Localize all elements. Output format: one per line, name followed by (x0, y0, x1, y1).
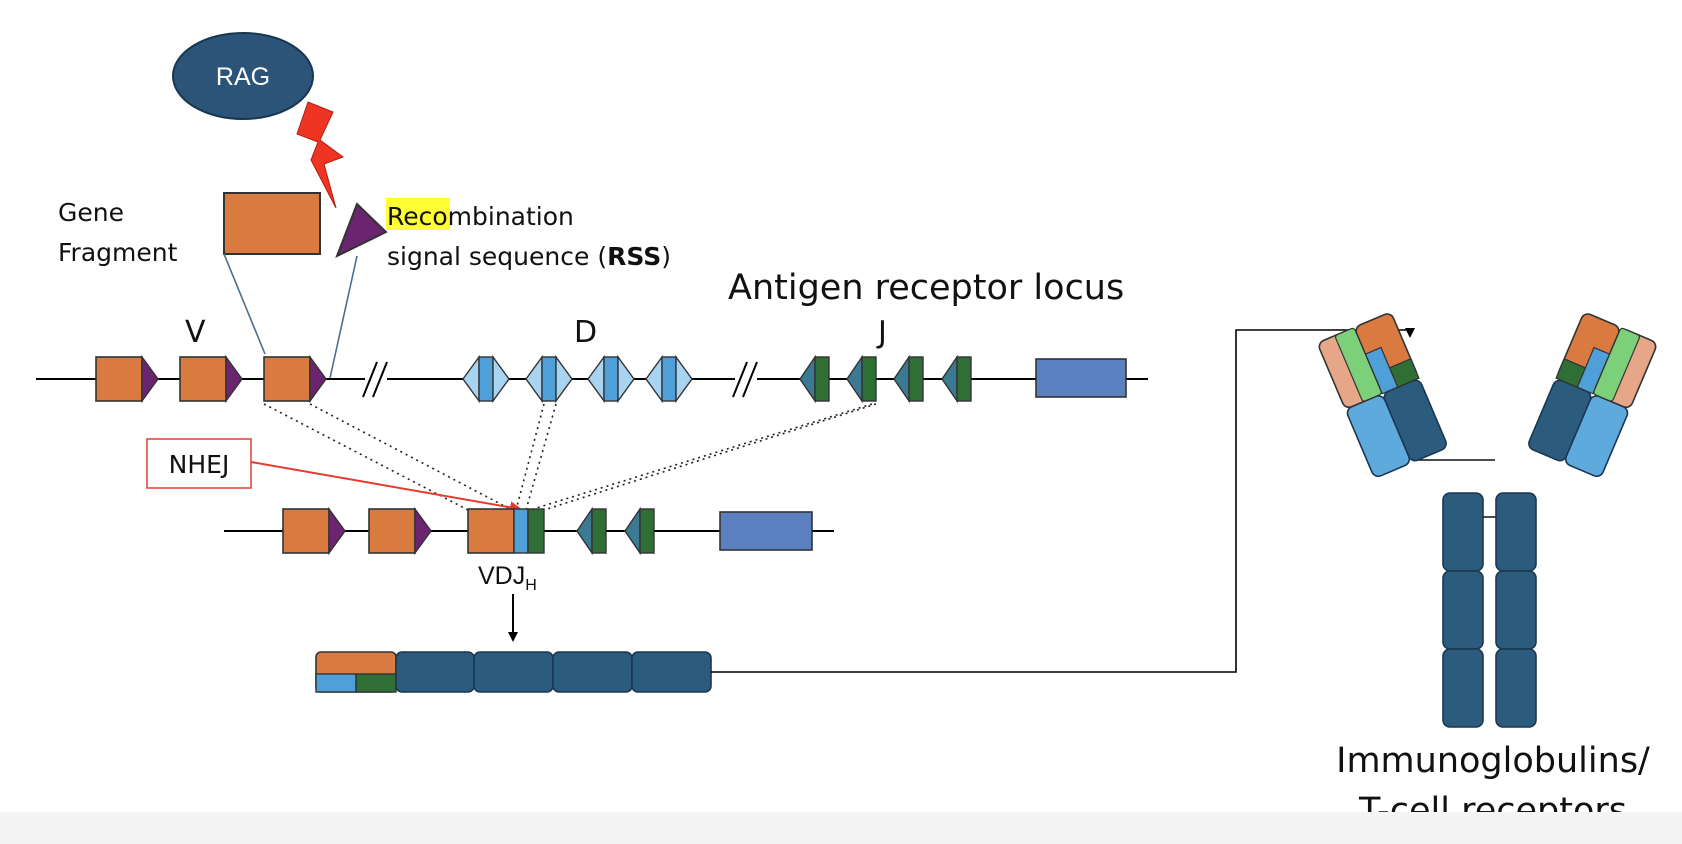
fc-domain (1442, 648, 1484, 728)
heavy-chain-vh-j (1555, 358, 1587, 388)
assembly-connector (711, 329, 1410, 673)
j-segment (846, 354, 877, 404)
segment-d-label: D (574, 315, 597, 350)
light-chain-vl-j (1593, 327, 1640, 402)
legend-leader-right (329, 255, 358, 379)
v-segment (282, 508, 330, 554)
vdj-label-main: VDJ (478, 562, 525, 590)
light-chain-vl-j (1335, 327, 1382, 402)
rss-label-bold: RSS (607, 242, 661, 271)
j-segment (799, 354, 830, 404)
rag-enzyme-icon (172, 32, 314, 120)
nhej-box (146, 438, 252, 489)
j-segment (893, 354, 924, 404)
fc-domain (1495, 648, 1537, 728)
rss-highlight (386, 198, 450, 230)
v-segment (368, 508, 416, 554)
heavy-chain-transcript (315, 651, 712, 693)
rss-icon (328, 506, 346, 556)
fc-domain (1495, 492, 1537, 572)
rss-label-highlight: Reco (387, 202, 448, 231)
rss-icon (309, 354, 327, 404)
rss-icon (141, 354, 159, 404)
d-segment (587, 354, 635, 404)
gene-fragment-label-line2: Fragment (58, 238, 178, 267)
antibody-icon (1318, 313, 1657, 728)
nhej-callout: NHEJ (146, 438, 522, 514)
fc-domain (1442, 570, 1484, 650)
vdj-joint (467, 508, 545, 554)
output-label-line1: Immunoglobulins/ (1336, 741, 1650, 781)
locus-break-icon (732, 360, 758, 398)
vdj-label-subscript: H (525, 577, 537, 594)
rss-label-line1: Recombination (387, 202, 574, 231)
v-segment (263, 356, 311, 402)
constant-domain (473, 651, 554, 693)
v-segment (179, 356, 227, 402)
segment-j-label: J (876, 315, 887, 350)
locus-title: Antigen receptor locus (728, 268, 1124, 308)
rss-label-line2: signal sequence (RSS) (387, 242, 671, 271)
locus-break-icon (362, 360, 388, 398)
vdj-label: VDJH (478, 562, 537, 594)
gene-fragment-box (223, 192, 321, 255)
rss-label-prefix: signal sequence ( (387, 242, 607, 271)
left-arm (1318, 313, 1447, 478)
legend: Gene Fragment Recombination signal seque… (58, 192, 671, 379)
constant-region (719, 511, 813, 551)
output-label-line2: T-cell receptors (1358, 791, 1627, 831)
rss-label-rest: mbination (448, 202, 574, 231)
constant-region (1035, 358, 1127, 398)
recombination-guides (263, 403, 877, 511)
lightning-bolt-icon (296, 101, 345, 209)
j-segment (576, 506, 607, 556)
fc-domain (1442, 492, 1484, 572)
rag-enzyme: RAG (172, 32, 314, 120)
variable-domain-j (355, 673, 397, 693)
right-arm (1528, 313, 1657, 478)
constant-domain (631, 651, 712, 693)
gene-fragment-label-line1: Gene (58, 198, 124, 227)
fc-domain (1495, 570, 1537, 650)
nhej-arrow (250, 461, 522, 514)
rss-icon (225, 354, 243, 404)
rearranged-locus (224, 506, 834, 556)
heavy-chain-vh-j (1388, 358, 1420, 388)
nhej-label: NHEJ (169, 450, 230, 479)
j-segment (624, 506, 655, 556)
d-segment (645, 354, 693, 404)
d-segment (462, 354, 510, 404)
j-segment (941, 354, 972, 404)
v-segment (95, 356, 143, 402)
segment-v-label: V (185, 315, 206, 350)
d-segment (525, 354, 573, 404)
rss-triangle-icon (335, 202, 388, 259)
rss-label-suffix: ) (661, 242, 671, 271)
variable-domain-d (315, 673, 357, 693)
rag-label: RAG (216, 63, 270, 91)
constant-domain (552, 651, 633, 693)
germline-locus (36, 354, 1148, 404)
legend-leader-left (223, 253, 266, 355)
rss-icon (414, 506, 432, 556)
constant-domain (395, 651, 475, 693)
